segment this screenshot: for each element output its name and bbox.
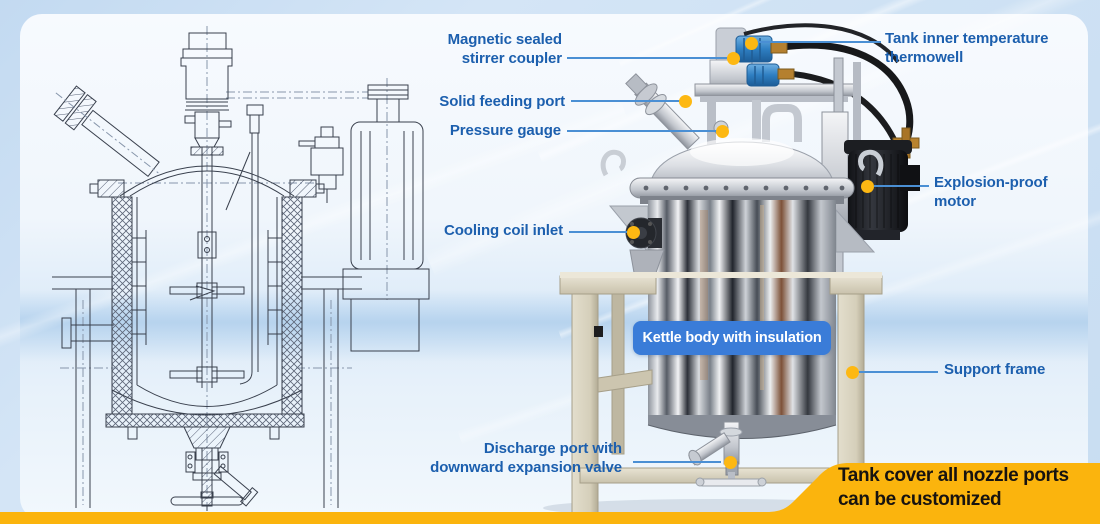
label-explosion-proof-motor: Explosion-proof motor: [934, 174, 1048, 210]
drawing-side-nozzle: [61, 317, 114, 349]
photo-kettle-body: [647, 200, 837, 439]
banner-text: Tank cover all nozzle ports can be custo…: [838, 465, 1069, 510]
label-cooling-coil-inlet: Cooling coil inlet: [443, 222, 563, 239]
label-magnetic-coupler: Magnetic sealed stirrer coupler: [447, 31, 562, 67]
leader-solid-feeding-port: [571, 100, 681, 102]
leader-magnetic-coupler: [567, 57, 729, 59]
drawing-feed-port: [53, 85, 160, 178]
kettle-body-badge: Kettle body with insulation: [633, 321, 831, 355]
dot-support-frame: [846, 366, 859, 379]
drawing-legs: [52, 276, 362, 508]
label-support-frame: Support frame: [944, 361, 1046, 378]
leader-pressure-gauge: [567, 130, 717, 132]
drawing-stirrer-motor: [180, 32, 233, 156]
product-photo: [543, 23, 920, 517]
engineering-drawing: [52, 26, 430, 511]
drawing-condenser: [342, 84, 430, 352]
photo-feed-port: [625, 73, 700, 150]
dot-cooling-coil-inlet: [627, 226, 640, 239]
label-pressure-gauge: Pressure gauge: [449, 122, 561, 139]
dot-pressure-gauge: [716, 125, 729, 138]
drawing-bottom-valve: [170, 426, 259, 511]
dot-solid-feeding-port: [679, 95, 692, 108]
drawing-stirrer: [169, 147, 245, 388]
dot-discharge-port: [724, 456, 737, 469]
dot-thermowell: [745, 37, 758, 50]
leader-thermowell: [757, 41, 881, 43]
label-thermowell: Tank inner temperature thermowell: [885, 30, 1049, 66]
leader-support-frame: [858, 371, 938, 373]
dot-explosion-proof-motor: [861, 180, 874, 193]
dot-magnetic-coupler: [727, 52, 740, 65]
drawing-thermowell: [225, 104, 264, 385]
drawing-head-valve: [298, 126, 344, 203]
leader-discharge-port: [633, 461, 721, 463]
drawing-vessel: [105, 196, 305, 440]
horizon-band: [20, 290, 1088, 362]
leader-cooling-coil-inlet: [569, 231, 629, 233]
label-solid-feeding-port: Solid feeding port: [439, 93, 565, 110]
label-discharge-port: Discharge port with downward expansion v…: [430, 440, 622, 476]
leader-explosion-proof-motor: [874, 185, 929, 187]
